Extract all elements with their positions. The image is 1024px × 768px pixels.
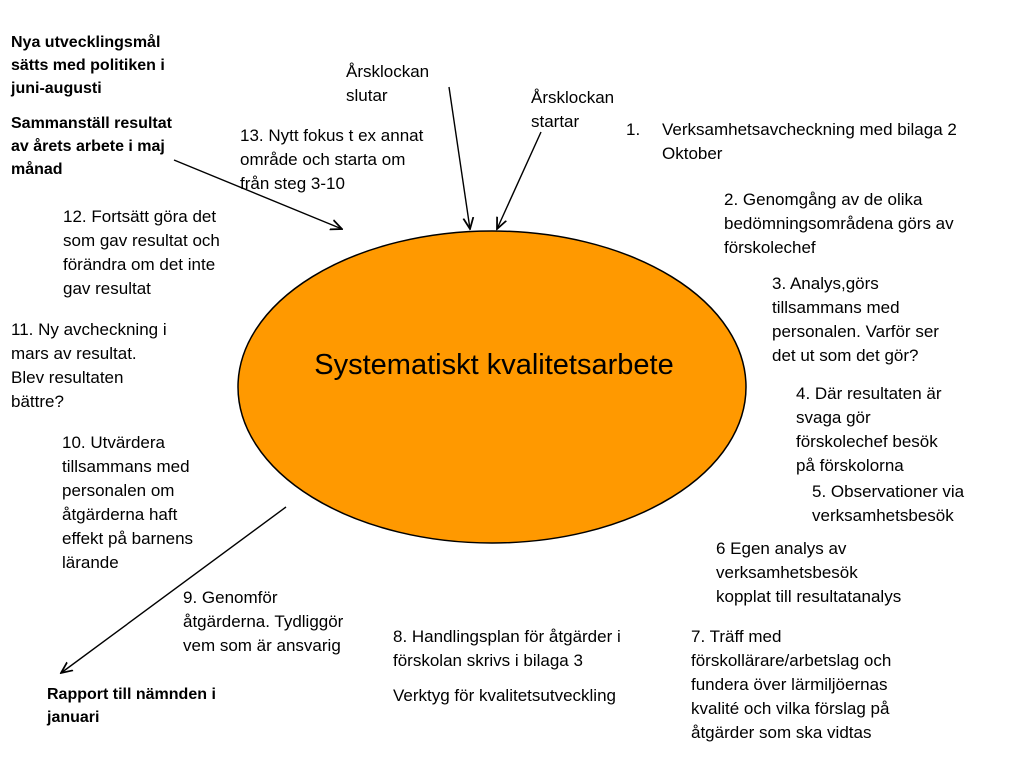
arrow-report xyxy=(61,506,287,673)
step-8: 8. Handlingsplan för åtgärder i förskola… xyxy=(393,627,621,670)
arrow-summary xyxy=(173,159,342,229)
step-1: Verksamhetsavcheckning med bilaga 2 Okto… xyxy=(662,120,957,163)
step-7: 7. Träff med förskollärare/arbetslag och… xyxy=(691,627,892,742)
note-new-goals: Nya utvecklingsmål sätts med politiken i… xyxy=(11,34,165,97)
step-1-number: 1. xyxy=(626,120,641,139)
step-5: 5. Observationer via verksamhetsbesök xyxy=(812,482,965,525)
step-11: 11. Ny avcheckning i mars av resultat. B… xyxy=(11,320,167,411)
label-clock-starts: Årsklockan startar xyxy=(531,88,615,131)
step-4: 4. Där resultaten är svaga gör förskolec… xyxy=(796,384,942,475)
step-9: 9. Genomför åtgärderna. Tydliggör vem so… xyxy=(183,588,344,655)
step-2: 2. Genomgång av de olika bedömningsområd… xyxy=(724,190,954,257)
diagram-title: Systematiskt kvalitetsarbete xyxy=(314,349,674,381)
label-clock-ends: Årsklockan slutar xyxy=(346,62,430,105)
step-10: 10. Utvärdera tillsammans med personalen… xyxy=(62,433,194,572)
step-12: 12. Fortsätt göra det som gav resultat o… xyxy=(63,207,220,298)
note-report-january: Rapport till nämnden i januari xyxy=(47,686,216,726)
center-ellipse xyxy=(237,230,747,544)
step-3: 3. Analys,görs tillsammans med personale… xyxy=(772,274,939,365)
arrow-clock-ends xyxy=(448,86,470,229)
arrow-clock-starts xyxy=(497,131,542,229)
step-6: 6 Egen analys av verksamhetsbesök koppla… xyxy=(716,539,902,606)
step-8-tool: Verktyg för kvalitetsutveckling xyxy=(393,686,616,705)
step-13: 13. Nytt fokus t ex annat område och sta… xyxy=(240,126,424,193)
note-summarize-results: Sammanställ resultat av årets arbete i m… xyxy=(11,115,172,178)
